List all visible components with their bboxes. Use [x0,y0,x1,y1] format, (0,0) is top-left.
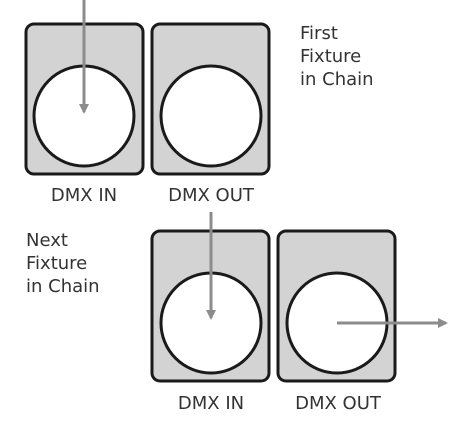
next-fixture [150,229,397,383]
first-fixture-dmx-in-label: DMX IN [50,185,118,206]
next-fixture-dmx-in-label: DMX IN [177,393,245,414]
first-fixture-dmx-out-jack [159,64,263,168]
next-fixture-label: Next Fixture in Chain [26,229,100,298]
first-fixture [24,22,271,176]
next-fixture-label-line: Next [26,230,68,251]
first-fixture-dmx-out-label: DMX OUT [168,185,254,206]
first-fixture-label-line: Fixture [300,46,362,67]
first-fixture-label-line: in Chain [300,69,374,90]
first-fixture-label: First Fixture in Chain [300,22,374,91]
next-fixture-dmx-out-label: DMX OUT [295,393,381,414]
next-fixture-label-line: Fixture [26,253,88,274]
next-fixture-label-line: in Chain [26,276,100,297]
first-fixture-label-line: First [300,23,338,44]
